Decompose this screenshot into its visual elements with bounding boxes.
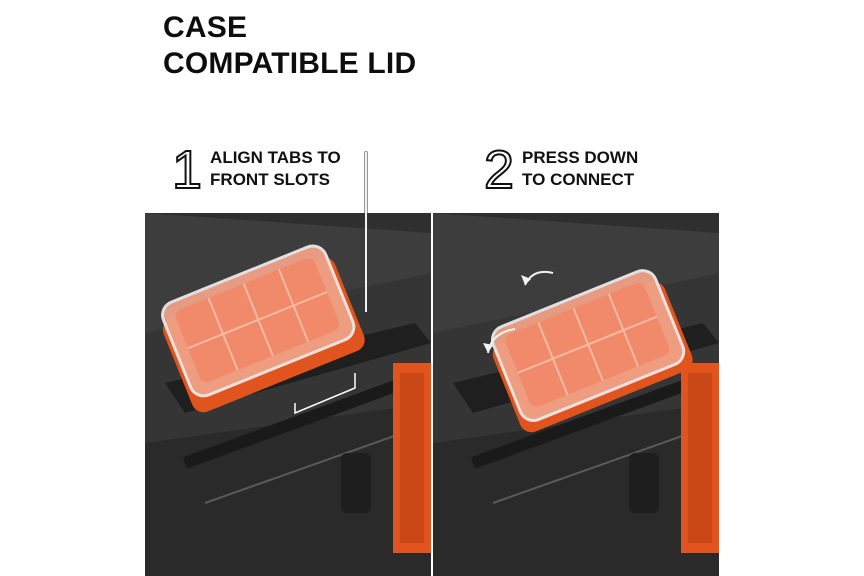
step-2-line-2: TO CONNECT <box>522 170 635 189</box>
step-1: 1 ALIGN TABS TO FRONT SLOTS <box>171 140 341 200</box>
step-2-text: PRESS DOWN TO CONNECT <box>522 145 638 191</box>
step-1-line-1: ALIGN TABS TO <box>210 148 341 167</box>
step-1-line-2: FRONT SLOTS <box>210 170 330 189</box>
rotate-arrow-icon <box>521 270 554 286</box>
product-photo-step-1 <box>145 213 431 576</box>
step-2-number: 2 <box>483 140 515 200</box>
step-1-text: ALIGN TABS TO FRONT SLOTS <box>210 145 341 191</box>
title-line-2: COMPATIBLE LID <box>163 47 417 80</box>
page-title: CASE COMPATIBLE LID <box>163 10 416 82</box>
step-1-number: 1 <box>171 140 203 200</box>
step-2-line-1: PRESS DOWN <box>522 148 639 167</box>
product-photo-step-2 <box>433 213 719 576</box>
case-illustration-1 <box>145 213 431 576</box>
rotate-arrow-icon <box>483 328 516 354</box>
callout-line <box>365 152 367 312</box>
case-illustration-2 <box>433 213 719 576</box>
step-2: 2 PRESS DOWN TO CONNECT <box>483 140 638 200</box>
title-line-1: CASE <box>163 11 248 44</box>
